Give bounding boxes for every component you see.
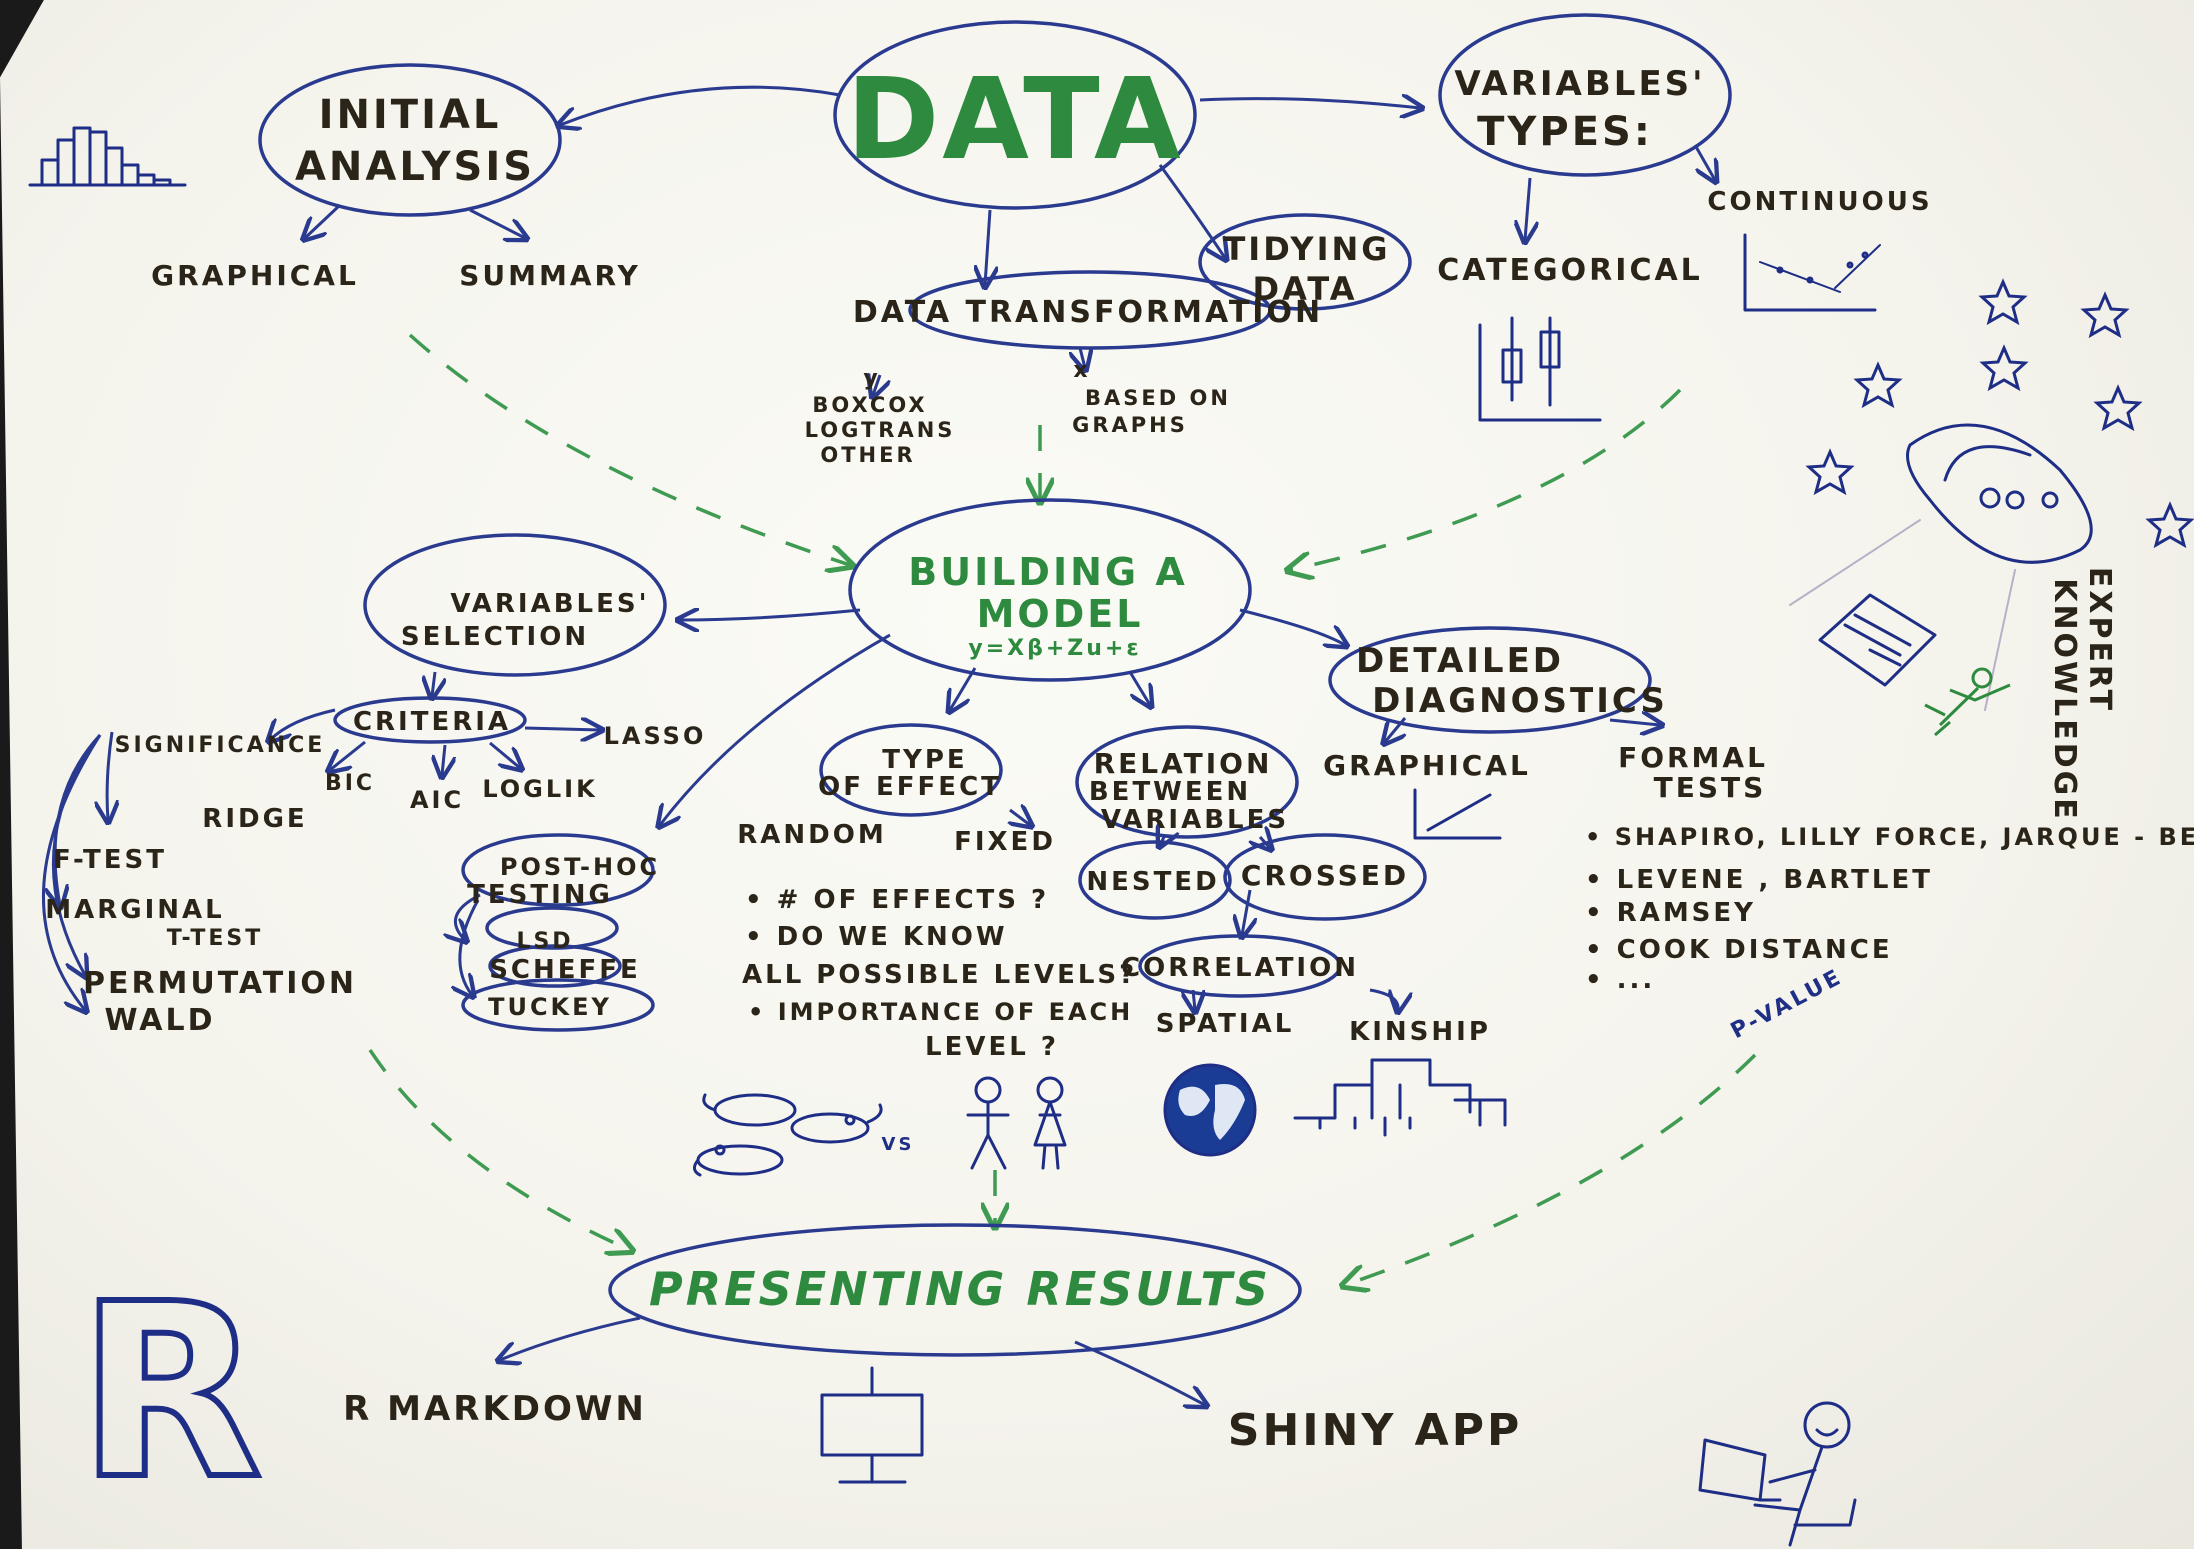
tidying-data-line1: TIDYING — [1223, 230, 1390, 268]
effect-question-4: • IMPORTANCE OF EACH — [748, 998, 1133, 1026]
formal-test-2: • LEVENE , BARTLET — [1585, 865, 1933, 895]
detailed-diagnostics-line2: DIAGNOSTICS — [1372, 681, 1668, 721]
lsd-label: LSD — [516, 929, 573, 954]
r-markdown-label: R MARKDOWN — [343, 1389, 647, 1429]
initial-analysis-line2: ANALYSIS — [295, 144, 535, 190]
transform-y: y — [863, 366, 880, 391]
pedigree-icon — [1293, 1058, 1507, 1137]
dashed-flows — [368, 333, 1757, 1285]
transform-y-item-2: LOGTRANS — [805, 418, 956, 442]
laptop-user-icon — [1698, 1401, 1857, 1547]
f-test-label: F-TEST — [53, 845, 167, 875]
stars-icon — [1805, 278, 2194, 549]
scheffe-label: SCHEFFE — [489, 955, 641, 985]
formal-test-1: • SHAPIRO, LILLY FORCE, JARQUE - BERA — [1585, 823, 2194, 851]
book-icon — [1818, 593, 1937, 687]
connector-arrows — [42, 85, 1715, 1405]
fixed-label: FIXED — [954, 827, 1056, 857]
random-label: RANDOM — [737, 820, 886, 850]
transform-x-item-2: GRAPHS — [1072, 413, 1188, 437]
scatter-plot-icon — [1743, 233, 1881, 312]
transform-x: x — [1073, 358, 1090, 383]
mice-icon — [693, 1093, 883, 1177]
post-hoc-line1: POST-HOC — [500, 853, 660, 881]
variables-types-line2: TYPES: — [1477, 109, 1653, 155]
bic-label: BIC — [325, 771, 375, 796]
variables-selection-line2: SELECTION — [401, 622, 589, 652]
correlation-label: CORRELATION — [1121, 953, 1359, 983]
formal-test-5: • ... — [1585, 965, 1655, 995]
post-hoc-line2: TESTING — [467, 880, 613, 910]
formal-test-4: • COOK DISTANCE — [1585, 935, 1893, 965]
alien-icon — [1924, 667, 2011, 737]
expert-knowledge-line2: KNOWLEDGE — [2047, 578, 2082, 822]
aic-label: AIC — [410, 786, 464, 814]
effect-question-1: • # OF EFFECTS ? — [745, 885, 1049, 915]
wald-label: WALD — [105, 1003, 216, 1038]
tuckey-label: TUCKEY — [488, 993, 612, 1021]
presentation-board-icon — [820, 1366, 924, 1484]
globe-icon — [1163, 1063, 1257, 1157]
categorical-label: CATEGORICAL — [1437, 253, 1703, 288]
loglik-label: LOGLIK — [482, 775, 597, 803]
permutation-label: PERMUTATION — [83, 966, 357, 1001]
transform-y-item-3: OTHER — [820, 443, 915, 467]
expert-knowledge-line1: EXPERT — [2082, 567, 2117, 713]
formal-tests-line1: FORMAL — [1618, 741, 1768, 774]
initial-analysis-line1: INITIAL — [319, 92, 502, 138]
ufo-icon — [1789, 423, 2093, 711]
kinship-label: KINSHIP — [1349, 1017, 1491, 1047]
effect-question-3: ALL POSSIBLE LEVELS? — [742, 960, 1137, 990]
diag-graphical-label: GRAPHICAL — [1323, 749, 1531, 782]
presenting-results-label: PRESENTING RESULTS — [649, 1262, 1271, 1316]
formal-test-3: • RAMSEY — [1585, 898, 1756, 928]
variables-selection-line1: VARIABLES' — [450, 589, 649, 619]
effect-question-2: • DO WE KNOW — [745, 922, 1008, 952]
summary-label: SUMMARY — [459, 259, 641, 292]
people-icon — [966, 1076, 1067, 1170]
effect-question-5: LEVEL ? — [925, 1032, 1059, 1062]
boxplot-icon — [1478, 316, 1602, 422]
relation-line1: RELATION — [1094, 747, 1273, 780]
transform-x-item-1: BASED ON — [1085, 386, 1231, 410]
t-test-label: T-TEST — [167, 926, 264, 951]
shiny-app-label: SHINY APP — [1228, 1405, 1522, 1456]
criteria-label: CRITERIA — [353, 707, 511, 737]
model-formula: y=Xβ+Zu+ε — [968, 636, 1141, 661]
transform-y-item-1: BOXCOX — [812, 393, 927, 417]
data-node: DATA — [846, 55, 1183, 185]
lasso-label: LASSO — [604, 722, 707, 750]
diagnostic-plot-icon — [1413, 788, 1502, 840]
formal-tests-line2: TESTS — [1654, 771, 1767, 804]
r-logo: R — [78, 1252, 263, 1532]
detailed-diagnostics-line1: DETAILED — [1356, 641, 1564, 681]
crossed-label: CROSSED — [1241, 859, 1409, 892]
continuous-label: CONTINUOUS — [1707, 187, 1932, 217]
p-value-label: P-VALUE — [1727, 964, 1847, 1044]
building-model-line1: BUILDING A — [908, 550, 1188, 594]
vs-label: VS — [882, 1134, 915, 1155]
variables-types-line1: VARIABLES' — [1454, 64, 1705, 104]
histogram-icon — [28, 126, 187, 187]
relation-line2: BETWEEN — [1089, 777, 1251, 807]
data-transformation-label: DATA TRANSFORMATION — [853, 295, 1323, 330]
bubbles — [258, 13, 1732, 1357]
relation-line3: VARIABLES — [1101, 805, 1289, 835]
graphical-label: GRAPHICAL — [151, 259, 359, 292]
spatial-label: SPATIAL — [1156, 1009, 1295, 1039]
type-of-effect-line1: TYPE — [882, 745, 967, 775]
marginal-label: MARGINAL — [45, 895, 224, 925]
nested-label: NESTED — [1086, 867, 1219, 897]
significance-label: SIGNIFICANCE — [115, 733, 326, 758]
ridge-label: RIDGE — [202, 804, 307, 834]
type-of-effect-line2: OF EFFECT — [818, 772, 1002, 802]
tidying-data-line2: DATA — [1253, 270, 1358, 308]
building-model-line2: MODEL — [977, 592, 1144, 636]
